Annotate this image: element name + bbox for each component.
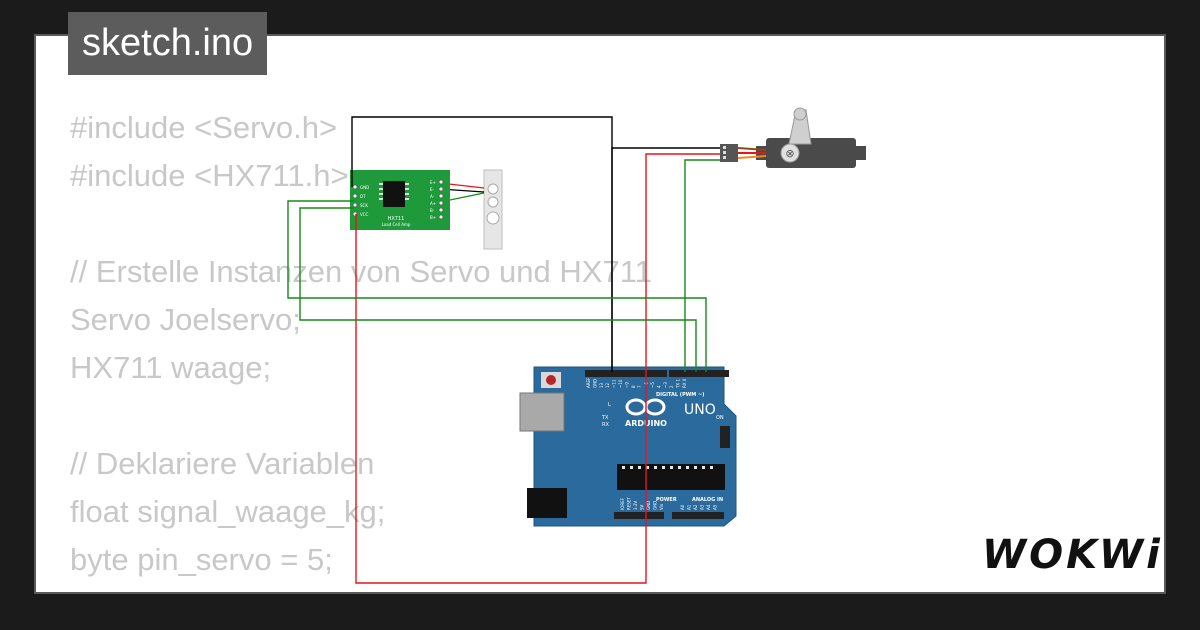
- servo-motor: ⊗: [720, 107, 866, 168]
- code-line: Servo Joelservo;: [70, 302, 301, 337]
- arduino-analog-pin-label: A1: [687, 504, 692, 510]
- hx711-pin-dt: DT: [360, 194, 366, 199]
- preview-card: #include <Servo.h> #include <HX711.h> // E…: [34, 34, 1166, 594]
- arduino-power-label: POWER: [656, 497, 677, 503]
- arduino-analog-pin-label: A0: [680, 504, 685, 510]
- arduino-top-pin-label: 7: [637, 385, 642, 388]
- svg-text:⊗: ⊗: [785, 147, 794, 160]
- arduino-power-pin-label: IOREF: [620, 497, 625, 510]
- arduino-power-pin-label: Vin: [659, 503, 664, 510]
- code-line: byte pin_waage_sck = 3;: [70, 584, 652, 592]
- arduino-top-pin-label: RX 0: [682, 378, 687, 388]
- hx711-pin-a-minus: A-: [430, 194, 435, 199]
- arduino-led-rx: RX: [602, 422, 609, 428]
- arduino-top-pin-label: 2: [669, 385, 674, 388]
- arduino-power-pin-label: RESET: [627, 497, 632, 510]
- circuit-diagram: ⊗: [287, 107, 866, 584]
- wire-hx711-sck: [299, 207, 697, 372]
- wire-servo-vcc: [645, 153, 720, 516]
- hx711-pin-b-plus: B+: [430, 215, 436, 220]
- arduino-top-pin-label: TX 1: [676, 379, 681, 389]
- code-line: #include <Servo.h>: [70, 110, 338, 145]
- hx711-pin-vcc: VCC: [360, 212, 369, 217]
- hx711-pin-e-minus: E-: [430, 187, 435, 192]
- hx711-board-label: Load Cell Amp: [382, 222, 411, 227]
- arduino-power-pin-label: 3.3V: [633, 501, 638, 510]
- sketch-file-title: sketch.ino: [68, 12, 268, 75]
- arduino-led-on: ON: [716, 415, 724, 421]
- code-line: #include <HX711.h>: [70, 158, 349, 193]
- arduino-top-pin-label: ~10: [618, 379, 623, 388]
- arduino-top-pin-label: ~5: [650, 382, 655, 388]
- code-line: float signal_waage_kg;: [70, 494, 386, 529]
- wire-hx711-dt: [287, 200, 707, 372]
- hx711-pin-sck: SCK: [360, 203, 368, 208]
- code-line: HX711 waage;: [70, 350, 272, 385]
- arduino-analog-pin-label: A3: [700, 504, 705, 510]
- arduino-led-tx: TX: [601, 415, 609, 421]
- arduino-analog-label: ANALOG IN: [692, 497, 723, 503]
- hx711-pin-gnd: GND: [360, 185, 369, 190]
- hx711-pin-e-plus: E+: [430, 180, 436, 185]
- arduino-analog-pin-label: A5: [713, 504, 718, 510]
- arduino-uno-board: ARDUINO UNO DIGITAL (PWM ~) POWER ANALOG…: [519, 366, 737, 527]
- wires: [287, 116, 720, 584]
- code-line: // Erstelle Instanzen von Servo und HX71…: [70, 254, 652, 289]
- arduino-model: UNO: [684, 402, 716, 418]
- code-line: byte pin_servo = 5;: [70, 542, 333, 577]
- arduino-top-pin-label: GND: [592, 379, 597, 388]
- arduino-digital-label: DIGITAL (PWM ~): [656, 392, 704, 398]
- arduino-top-pin-label: 13: [599, 382, 604, 388]
- wire-servo-signal: [684, 159, 720, 372]
- arduino-top-pin-label: ~3: [663, 382, 668, 388]
- arduino-power-pin-label: GND: [646, 501, 651, 510]
- code-line: // Deklariere Variablen: [70, 446, 375, 481]
- wire-hx711-gnd: [351, 116, 613, 372]
- arduino-top-pin-label: ~11: [612, 379, 617, 388]
- arduino-power-pin-label: GND: [653, 501, 658, 510]
- hx711-pin-a-plus: A+: [430, 201, 436, 206]
- load-cell: [483, 169, 503, 250]
- arduino-analog-pin-label: A2: [693, 504, 698, 510]
- wire-servo-gnd: [611, 147, 720, 372]
- hx711-chip-label: HX711: [388, 216, 405, 222]
- hx711-pin-b-minus: B-: [430, 208, 435, 213]
- arduino-top-pin-label: AREF: [586, 377, 591, 388]
- arduino-led-l: L: [608, 402, 611, 408]
- arduino-top-pin-label: 12: [605, 382, 610, 388]
- arduino-top-pin-label: ~9: [624, 382, 629, 388]
- arduino-top-pin-label: 8: [631, 385, 636, 388]
- wokwi-logo: WOKWi: [982, 532, 1163, 578]
- code-listing: #include <Servo.h> #include <HX711.h> // E…: [70, 104, 652, 592]
- wire-5v-power: [355, 214, 647, 584]
- arduino-analog-pin-label: A4: [706, 504, 711, 510]
- arduino-power-pin-label: 5V: [640, 504, 645, 510]
- hx711-module: GND DT SCK VCC E+ E- A- A+ B- B+ HX711 L…: [350, 170, 450, 230]
- arduino-top-pin-label: 4: [656, 385, 661, 388]
